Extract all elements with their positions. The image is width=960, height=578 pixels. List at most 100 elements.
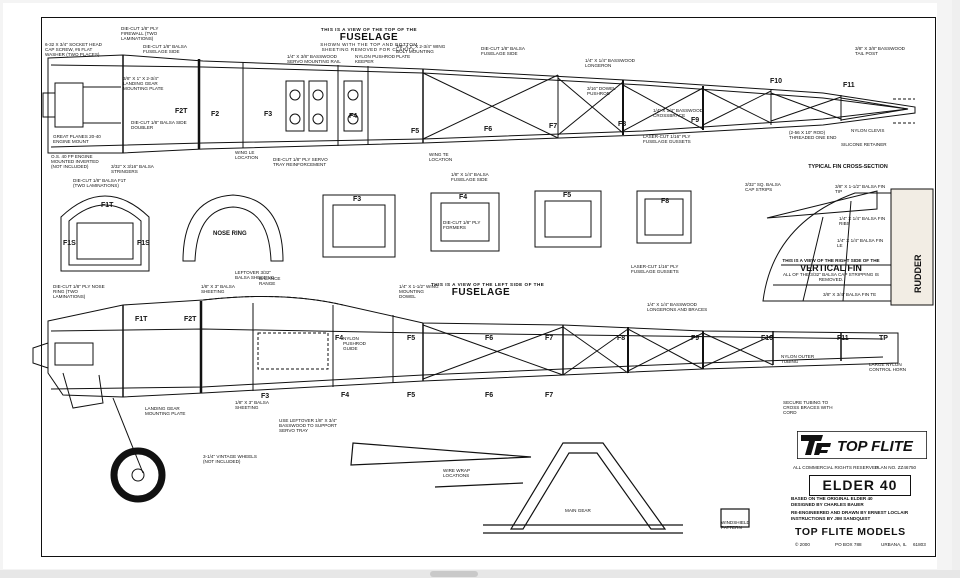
sheet-border: [41, 17, 936, 557]
svg-text:F1S: F1S: [63, 240, 76, 247]
former-f3: [322, 194, 396, 258]
city: URBANA, IL: [881, 542, 907, 547]
label-engine: O.S. 40 FP ENGINE MOUNTED INVERTED (NOT …: [51, 154, 99, 169]
svg-text:TOP FLITE: TOP FLITE: [837, 438, 914, 455]
top-flite-logo: TOP FLITE: [797, 431, 927, 459]
wheel: [110, 447, 166, 503]
main-gear-part: [509, 442, 667, 530]
former-f1: [60, 195, 150, 272]
former-label: F11: [843, 82, 855, 89]
svg-text:F5: F5: [407, 335, 415, 342]
svg-text:NOSE RING: NOSE RING: [213, 231, 247, 237]
svg-text:F1T: F1T: [135, 316, 148, 323]
windshield-pattern: [720, 508, 750, 528]
label-balance: BALANCE RANGE: [259, 276, 281, 286]
svg-text:F7: F7: [545, 392, 553, 399]
copyright: © 2000: [795, 542, 810, 547]
svg-text:F5: F5: [563, 192, 571, 199]
label-outer-tube: NYLON OUTER TUBING: [781, 354, 815, 364]
cross-sections: F1T F1S F1S F3 F4 F5 F8 NOSE RING: [60, 190, 878, 272]
fin-title-block: THIS IS A VIEW OF THE RIGHT SIDE OF THE …: [782, 258, 880, 283]
label-nose-plate: DIE-CUT 1/8" PLY NOSE RING (TWO LAMINATI…: [53, 284, 105, 299]
wire-part-a: [350, 442, 532, 466]
label-fuse-side-top: DIE-CUT 1/8" BALSA FUSELAGE SIDE: [143, 44, 187, 54]
vertical-fin: RUDDER: [762, 188, 934, 306]
former-label: F2T: [175, 108, 188, 115]
label-balsa-sheet: 1/8" X 3" BALSA SHEETING: [201, 284, 235, 294]
fuselage-top-view: F2T F2 F3 F4 F5 F6 F7 F8 F9 F10 F11: [42, 54, 916, 154]
label-wing-te: WING TE LOCATION: [429, 152, 453, 162]
label-silicone: SILICONE RETAINER: [841, 142, 887, 147]
label-fin-ribs: 1/4" X 1/4" BALSA FIN RIBS: [839, 216, 886, 226]
label-servo-tray: DIE-CUT 1/8" PLY SERVO TRAY REINFORCEMEN…: [273, 157, 328, 167]
rudder: [890, 188, 934, 306]
label-sheeting-bottom: 1/8" X 3" BALSA SHEETING: [235, 400, 269, 410]
label-f1: DIE-CUT 1/8" BALSA F1T (TWO LAMINATIONS): [73, 178, 127, 188]
label-wing-dowel: 1/4" X 1-1/2" WING MOUNTING DOWEL: [399, 284, 439, 299]
label-laser-ply: LASER-CUT 1/16" PLY FUSELAGE GUSSETS: [631, 264, 679, 274]
label-control-horn: LARGE NYLON CONTROL HORN: [869, 362, 907, 372]
former-label: F5: [411, 128, 419, 135]
svg-text:F1S: F1S: [137, 240, 150, 247]
title-block: TOP FLITE ALL COMMERCIAL RIGHTS RESERVED…: [789, 423, 934, 557]
label-tail-post: 3/8" X 3/8" BASSWOOD TAIL POST: [855, 46, 905, 56]
label-nylon-keeper: NYLON PUSHROD KEEPER: [355, 54, 396, 64]
former-f8: [636, 190, 692, 244]
label-longeron: 1/4" X 1/4" BASSWOOD LONGERON: [585, 58, 635, 68]
former-label: F7: [549, 123, 557, 130]
label-windshield: WINDSHIELD PATTERN: [721, 520, 750, 530]
label-fuse-side-2: DIE-CUT 1/8" BALSA FUSELAGE SIDE: [481, 46, 525, 56]
label-stringer: 3/32" X 3/16" BALSA STRINGERS: [111, 164, 154, 174]
gear-flat: [483, 524, 683, 534]
top-view-title: THIS IS A VIEW OF THE TOP OF THE FUSELAG…: [320, 27, 418, 53]
svg-text:F3: F3: [353, 196, 361, 203]
label-crossbrace: 1/4" X 1/4" BASSWOOD CROSSBRACE: [653, 108, 703, 118]
fin-outline: [762, 192, 892, 302]
former-f5: [534, 190, 602, 248]
svg-text:F9: F9: [691, 335, 699, 342]
parts-drawings: [350, 442, 750, 534]
fin-cross-section: [766, 190, 878, 219]
label-servo-rail: 1/4" X 3/8" BASSWOOD SERVO MOUNTING RAIL: [287, 54, 341, 64]
side-view-title: THIS IS A VIEW OF THE LEFT SIDE OF THE F…: [431, 282, 545, 298]
label-fuselage-side: 1/8" X 1/4" BALSA FUSELAGE SIDE: [451, 172, 489, 182]
scrollbar-thumb[interactable]: [430, 571, 478, 577]
svg-text:F7: F7: [545, 335, 553, 342]
svg-text:F4: F4: [341, 392, 349, 399]
former-label: F4: [349, 113, 357, 120]
vertical-scrollbar[interactable]: [952, 0, 960, 578]
svg-text:F10: F10: [761, 335, 773, 342]
label-fin-le: 1/4" X 1/4" BALSA FIN LE: [837, 238, 884, 248]
svg-text:F3: F3: [261, 393, 269, 400]
label-dowel: 3/16" DOWEL PUSHROD: [587, 86, 616, 96]
credit-3: RE-ENGINEERED AND DRAWN BY ERNEST LOCLAI…: [791, 510, 909, 515]
credit-1: BASED ON THE ORIGINAL ELDER 40: [791, 496, 873, 501]
wire-part-b: [434, 482, 524, 488]
fin-section-title: TYPICAL FIN CROSS-SECTION: [808, 164, 888, 170]
former-label: F3: [264, 111, 272, 118]
former-label: F6: [484, 126, 492, 133]
top-view-outline: [47, 54, 916, 154]
label-fin-te: 3/8" X 3/4" BALSA FIN TE: [823, 292, 877, 297]
address: PO BOX 788: [835, 542, 862, 547]
label-wheels: 3-1/4" VINTAGE WHEELS (NOT INCLUDED): [203, 454, 257, 464]
label-leftover: LEFTOVER 3/32" BALSA SHEETING: [235, 270, 275, 280]
label-basswood-bracing: 1/4" X 1/4" BASSWOOD LONGERONS AND BRACE…: [647, 302, 708, 312]
label-main-gear: MAIN GEAR: [565, 508, 591, 513]
svg-text:RUDDER: RUDDER: [913, 254, 923, 293]
label-wire-wrap: WIRE WRAP LOCATIONS: [443, 468, 470, 478]
credit-2: DESIGNED BY CHARLES BAUER: [791, 502, 864, 507]
label-gussets: LASER-CUT 1/16" PLY FUSELAGE GUSSETS: [643, 134, 691, 144]
label-nylon-clevis: NYLON CLEVIS: [851, 128, 885, 133]
label-wing-bolt-plate: 3/8" X 1" X 2-3/4" WING BOLT MOUNTING PL…: [396, 44, 446, 59]
label-servo-support: USE LEFTOVER 1/8" X 3/4" BASSWOOD TO SUP…: [279, 418, 337, 433]
svg-text:F5: F5: [407, 392, 415, 399]
label-ply-formers: DIE-CUT 1/8" PLY FORMERS: [443, 220, 481, 230]
horizontal-scrollbar[interactable]: [0, 570, 960, 578]
label-fin-tip: 3/8" X 1-1/2" BALSA FIN TIP: [835, 184, 886, 194]
label-wing-le: WING LE LOCATION: [235, 150, 259, 160]
label-fin-cap: 3/32" SQ. BALSA CAP STRIPS: [745, 182, 781, 192]
svg-text:F11: F11: [837, 335, 849, 342]
svg-text:F4: F4: [335, 335, 343, 342]
label-threaded: (2-56 X 10" ROD) THREADED ONE END: [789, 130, 837, 140]
